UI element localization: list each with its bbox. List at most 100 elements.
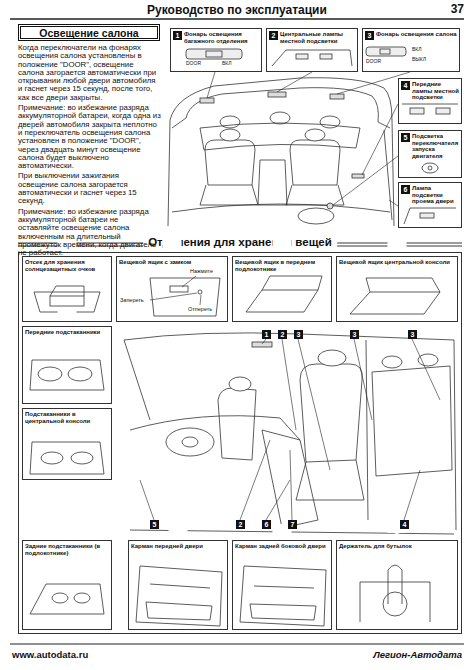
cabin-drawing xyxy=(252,342,272,347)
lamp-sketch xyxy=(186,49,242,59)
leader-line xyxy=(282,339,296,430)
callout-caption: Вещевой ящик центральной консоли xyxy=(339,259,450,266)
callout-number: 3 xyxy=(273,240,292,249)
switch-position: ВЫКЛ xyxy=(412,57,426,63)
cabin-drawing xyxy=(300,364,362,462)
note-text: Примечание: во избежание разряда аккумул… xyxy=(18,104,161,170)
storage-sketch xyxy=(71,452,93,464)
interior-drawing xyxy=(220,129,240,141)
interior-drawing xyxy=(290,140,340,185)
callout-panel: 3Вещевой ящик в переднем подлокотнике xyxy=(232,256,332,322)
lamp-sketch xyxy=(206,51,222,57)
lamp-sketch xyxy=(436,108,450,114)
storage-sketch xyxy=(250,604,316,620)
interior-drawing xyxy=(220,116,240,128)
note-text: Примечание: во избежание разряда аккумул… xyxy=(18,208,161,258)
callout-number: 4 xyxy=(58,524,77,533)
switch-position: DOOR xyxy=(186,61,201,67)
storage-sketch xyxy=(254,586,314,588)
storage-sketch xyxy=(50,286,84,296)
callout-panel: 6Вещевой ящик центральной консоли xyxy=(336,256,458,322)
leader-line xyxy=(150,293,197,300)
storage-sketch xyxy=(366,278,440,292)
callout-header: 6Подстаканники в центральной консоли xyxy=(23,409,111,426)
switch-position: ВКЛ xyxy=(412,47,422,53)
callout-header: 5Карман передней двери xyxy=(129,541,227,552)
callout-panel: 5Карман передней двери xyxy=(128,540,228,630)
callout-number: 2 xyxy=(163,240,182,249)
text-column: Когда переключатели на фонарях освещения… xyxy=(18,44,161,259)
callout-header: 6Лампа подсветки проема двери xyxy=(399,183,461,207)
callout-number: 3 xyxy=(408,330,417,339)
storage-sketch xyxy=(198,290,202,294)
callout-caption: Центральные лампы местной подсветки xyxy=(280,31,355,44)
switch-position: DOOR xyxy=(366,59,381,65)
storage-sketch xyxy=(50,296,84,306)
cabin-drawing xyxy=(366,340,456,530)
callout-number: 4 xyxy=(401,81,410,90)
callout-header: 5Подсветка переключателя запуска двигате… xyxy=(399,131,461,161)
callout-panel: 6Подстаканники в центральной консоли xyxy=(22,408,112,480)
callout-number: 5 xyxy=(401,133,410,142)
storage-sketch xyxy=(136,566,222,626)
storage-sketch xyxy=(30,442,104,474)
callout-panel: 5Подсветка переключателя запуска двигате… xyxy=(398,130,462,178)
storage-sketch xyxy=(146,602,212,620)
lamp-sketch xyxy=(380,49,390,54)
page-rule xyxy=(10,643,464,644)
leader-line xyxy=(290,450,292,520)
leader-line xyxy=(200,295,201,305)
interior-drawing xyxy=(298,208,334,224)
interior-drawing xyxy=(168,78,394,226)
action-label: Отпереть xyxy=(188,306,212,312)
callout-header: 3Вещевой ящик в переднем подлокотнике xyxy=(233,257,331,274)
leader-line xyxy=(404,470,420,520)
action-label: Запереть xyxy=(120,297,144,303)
callout-caption: Передние подстаканники xyxy=(25,329,100,336)
cabin-drawing xyxy=(372,366,452,476)
page-rule xyxy=(10,19,464,644)
callout-header: 6Вещевой ящик центральной консоли xyxy=(337,257,457,268)
callout-header: 2Вещевой ящик с замком xyxy=(117,257,227,268)
callout-panel: 3Фонарь освещения салона xyxy=(362,28,460,72)
leader-line xyxy=(262,339,266,344)
interior-drawing xyxy=(268,92,286,97)
callout-number: 6 xyxy=(401,185,410,194)
lamp-sketch xyxy=(428,166,432,170)
callout-number: 7 xyxy=(288,520,297,529)
callout-caption: Фонарь освещения багажного отделения xyxy=(184,31,259,44)
interior-drawing xyxy=(258,160,287,205)
body-text: Когда переключатели на фонарях освещения… xyxy=(18,44,161,102)
leader-line xyxy=(207,72,410,206)
callout-header: 1Отсек для хранения солнцезащитных очков xyxy=(23,257,111,274)
interior-drawing xyxy=(200,185,344,205)
callout-caption: Вещевой ящик с замком xyxy=(119,259,191,266)
lamp-sketch xyxy=(320,54,332,59)
cabin-drawing xyxy=(166,428,214,456)
callout-number: 3 xyxy=(294,330,303,339)
lamp-sketch xyxy=(402,104,458,105)
interior-drawing xyxy=(200,98,214,103)
interior-drawing xyxy=(270,112,290,124)
storage-sketch xyxy=(246,290,318,312)
callout-header: 5Карман задней боковой двери xyxy=(233,541,331,552)
lamp-sketch xyxy=(404,208,456,224)
storage-sketch xyxy=(262,276,322,290)
cabin-drawing xyxy=(382,356,402,368)
leader-line xyxy=(298,339,330,470)
interior-drawing xyxy=(320,116,340,128)
interior-drawing xyxy=(327,203,333,209)
cabin-drawing xyxy=(124,333,456,534)
storage-sketch xyxy=(68,367,92,381)
section-heading-box: Освещение салона xyxy=(18,24,160,41)
lamp-sketch xyxy=(186,47,458,224)
callout-header: 7Передние подстаканники xyxy=(23,327,111,338)
callout-header: 3Держатель для бутылок xyxy=(337,541,457,552)
callout-number: 7 xyxy=(58,310,77,319)
lamp-sketch xyxy=(296,54,308,59)
leader-line xyxy=(240,440,270,520)
callout-number: 3 xyxy=(350,330,359,339)
callout-header: 4Передние лампы местной подсветки xyxy=(399,79,461,103)
interior-drawing xyxy=(186,88,378,122)
